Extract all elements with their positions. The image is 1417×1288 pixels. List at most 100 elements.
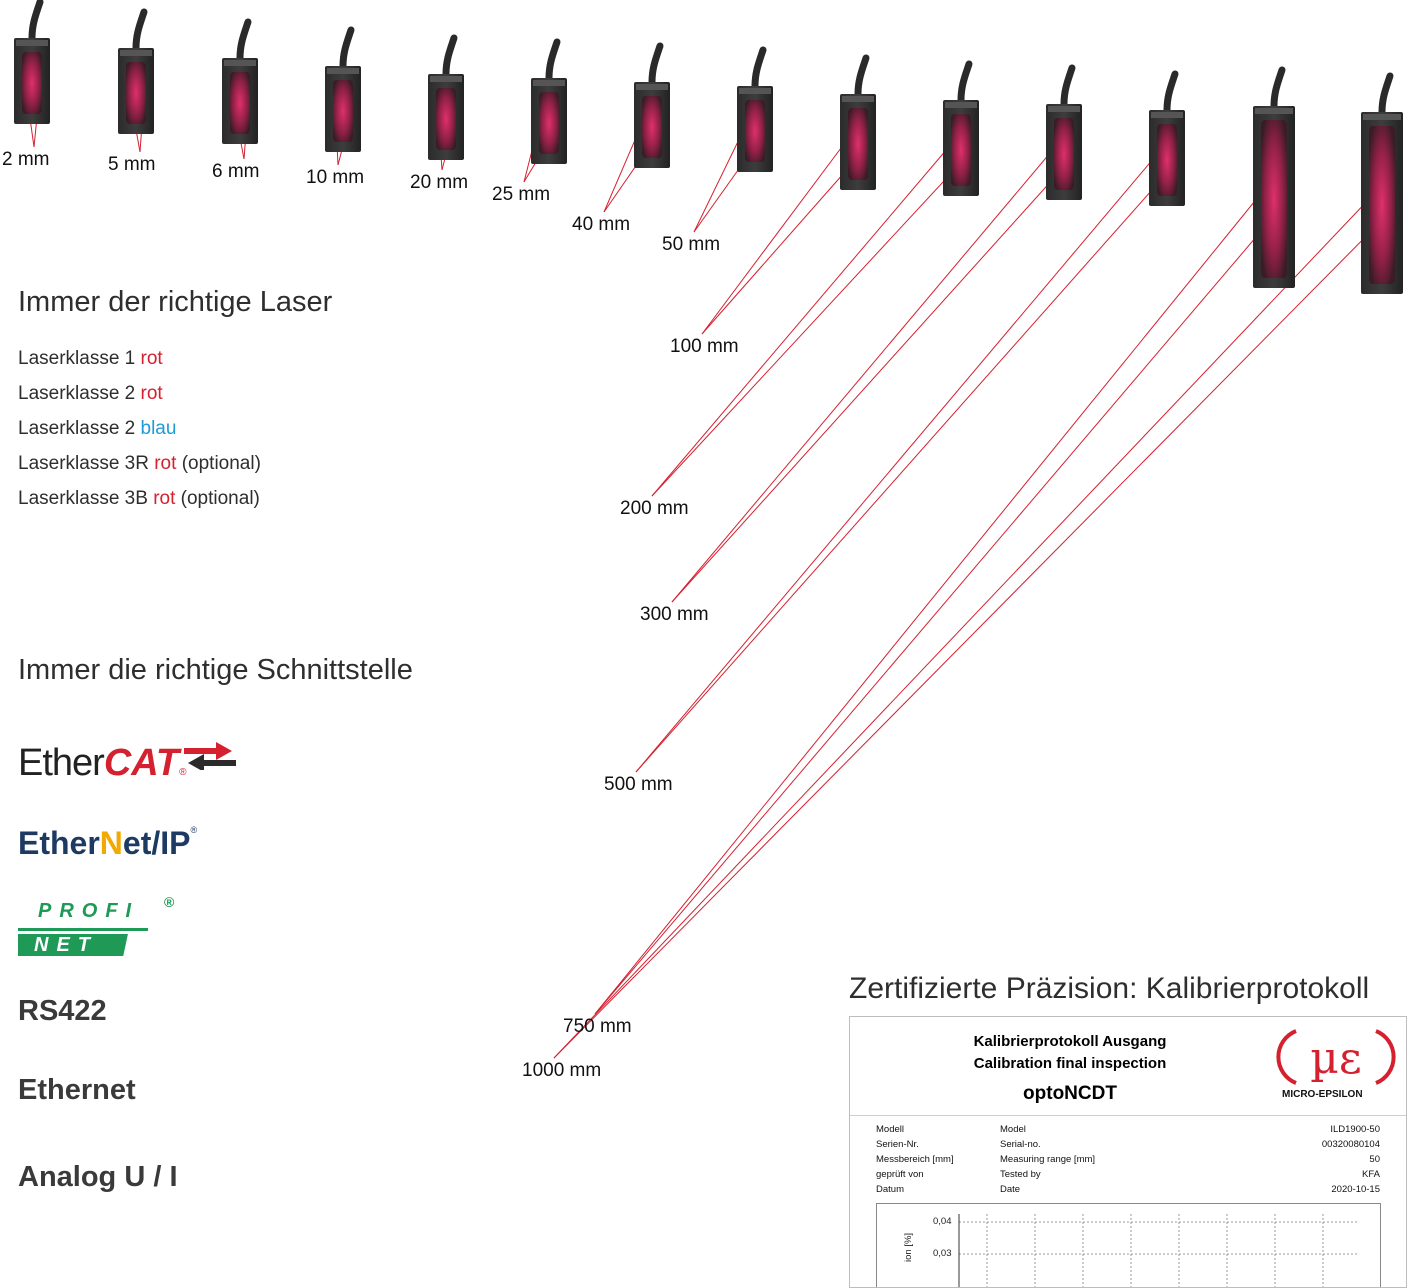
laser-color-word: rot [154,453,177,474]
calibration-certificate: Kalibrierprotokoll Ausgang Calibration f… [849,1016,1407,1288]
sensor-laser-window [951,114,971,186]
cert-ylabel: ion [%] [903,1232,914,1262]
sensor-cable [1378,72,1394,116]
cert-chart-grid [958,1214,1357,1287]
sensor-top-bevel [739,88,771,94]
sensor-cable [854,54,870,98]
range-label: 1000 mm [522,1060,601,1081]
sensor-cable [1163,70,1179,114]
sensor-laser-window [22,52,42,114]
sensor-laser-window [333,80,353,142]
interface-rs422: RS422 [18,995,107,1027]
range-label: 300 mm [640,604,709,625]
laser-class-item: Laserklasse 2 blau [18,418,177,439]
range-label: 50 mm [662,234,720,255]
sensor-cable [339,26,355,70]
range-label: 200 mm [620,498,689,519]
sensor-cable [1270,66,1286,110]
sensor-top-bevel [327,68,359,74]
ethercat-arrows-icon [184,742,236,770]
profinet-bars-icon [7,928,148,956]
cert-divider [850,1115,1406,1116]
sensor-top-bevel [1255,108,1293,114]
range-label: 6 mm [212,161,260,182]
sensor-cable [648,42,664,86]
laser-beam-line [701,135,851,335]
sensor-cable [751,46,767,90]
interface-heading: Immer die richtige Schnittstelle [18,654,413,686]
laser-beam-line [651,141,954,497]
laser-beam-line [635,151,1160,773]
laser-color-word: rot [153,488,176,509]
laser-beam-line [594,202,1286,1015]
ethercat-logo: EtherCAT® [18,742,236,792]
sensor-top-bevel [430,76,462,82]
sensor-laser-window [745,100,765,162]
sensor-top-bevel [945,102,977,108]
sensor-cable [957,60,973,104]
profinet-logo: PROFI NET ® [7,894,178,966]
cert-ytick: 0,04 [933,1216,952,1227]
cert-ytick: 0,03 [933,1248,952,1259]
sensor-top-bevel [636,84,668,90]
sensor-laser-window [642,96,662,158]
sensor-top-bevel [1048,106,1080,112]
laser-beam-line [701,147,867,335]
sensor-top-bevel [16,40,48,46]
interface-ethernet: Ethernet [18,1074,136,1106]
laser-beam-line [553,196,1372,1059]
sensor-cable [442,34,458,78]
laser-class-list: Laserklasse 1 rot Laserklasse 2 rot Lase… [18,348,261,523]
sensor-cable [545,38,561,82]
sensor-cable [132,8,148,52]
range-label: 750 mm [563,1016,632,1037]
sensor-cable [236,18,252,62]
sensor-laser-window [230,72,250,134]
laser-beam-line [651,153,970,497]
sensor-top-bevel [842,96,874,102]
range-label: 100 mm [670,336,739,357]
calibration-heading: Zertifizierte Präzision: Kalibrierprotok… [849,972,1370,1005]
sensor-top-bevel [533,80,565,86]
laser-class-item: Laserklasse 2 rot [18,383,163,404]
laser-beam-line [671,157,1073,603]
laser-beam-line [671,145,1057,603]
sensor-laser-window [1369,126,1395,284]
sensor-top-bevel [1363,114,1401,120]
micro-epsilon-logo: µɛ MICRO-EPSILON [1276,1027,1396,1105]
laser-class-item: Laserklasse 1 rot [18,348,163,369]
laser-class-item: Laserklasse 3B rot (optional) [18,488,260,509]
sensor-top-bevel [1151,112,1183,118]
sensor-top-bevel [224,60,256,66]
sensor-cable [28,0,44,42]
range-label: 5 mm [108,154,156,175]
cert-chart: 0,04 0,03 ion [%] [876,1203,1381,1287]
sensor-top-bevel [120,50,152,56]
sensor-laser-window [1157,124,1177,196]
sensor-laser-window [848,108,868,180]
sensor-laser-window [1054,118,1074,190]
laser-color-word: blau [140,418,177,439]
sensor-laser-window [539,92,559,154]
range-label: 500 mm [604,774,673,795]
sensor-laser-window [436,88,456,150]
cert-title-de: Kalibrierprotokoll Ausgang [973,1033,1167,1050]
laser-class-item: Laserklasse 3R rot (optional) [18,453,261,474]
laser-color-word: rot [140,383,163,404]
sensor-cable [1060,64,1076,108]
cert-title-en: Calibration final inspection [973,1055,1167,1072]
interface-analog: Analog U / I [18,1161,178,1193]
laser-beam-line [553,208,1394,1059]
laser-color-word: rot [140,348,163,369]
laser-heading: Immer der richtige Laser [18,286,333,318]
laser-beam-line [635,163,1176,773]
micro-epsilon-glyphs: µɛ [1310,1033,1361,1084]
ethernetip-n-icon: N [99,825,123,861]
range-label: 25 mm [492,184,550,205]
range-label: 20 mm [410,172,468,193]
range-label: 40 mm [572,214,630,235]
sensor-laser-window [126,62,146,124]
range-label: 2 mm [2,149,50,170]
cert-product: optoNCDT [1023,1083,1117,1104]
